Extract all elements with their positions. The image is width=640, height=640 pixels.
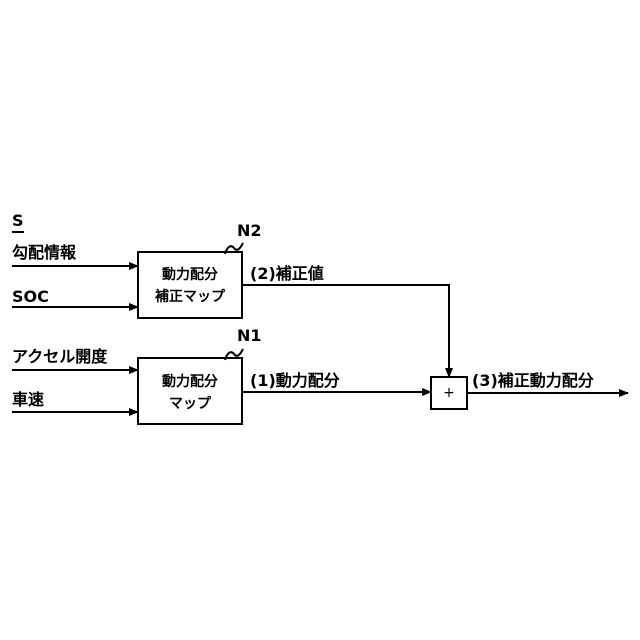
figure-label: S bbox=[12, 211, 24, 230]
correction-map-line2: 補正マップ bbox=[154, 288, 226, 305]
distribution-map-block bbox=[138, 358, 242, 424]
correction-map-line1: 動力配分 bbox=[162, 266, 218, 283]
distribution-map-line2: マップ bbox=[169, 396, 212, 412]
signal-corrected-distribution: (3)補正動力配分 bbox=[472, 371, 594, 390]
arrow-correction-value bbox=[242, 285, 449, 377]
input-label-gradient-info: 勾配情報 bbox=[12, 243, 77, 262]
signal-power-distribution: (1)動力配分 bbox=[250, 371, 340, 390]
signal-correction-value: (2)補正値 bbox=[250, 264, 324, 283]
distribution-map-line1: 動力配分 bbox=[162, 373, 218, 390]
correction-map-block bbox=[138, 252, 242, 318]
distribution-map-ref: N1 bbox=[237, 326, 262, 345]
input-label-soc: SOC bbox=[12, 287, 49, 306]
correction-map-ref: N2 bbox=[237, 221, 262, 240]
summing-junction-plus: + bbox=[443, 385, 455, 401]
input-label-vehicle-speed: 車速 bbox=[12, 390, 44, 409]
input-label-accelerator-opening: アクセル開度 bbox=[12, 347, 108, 366]
